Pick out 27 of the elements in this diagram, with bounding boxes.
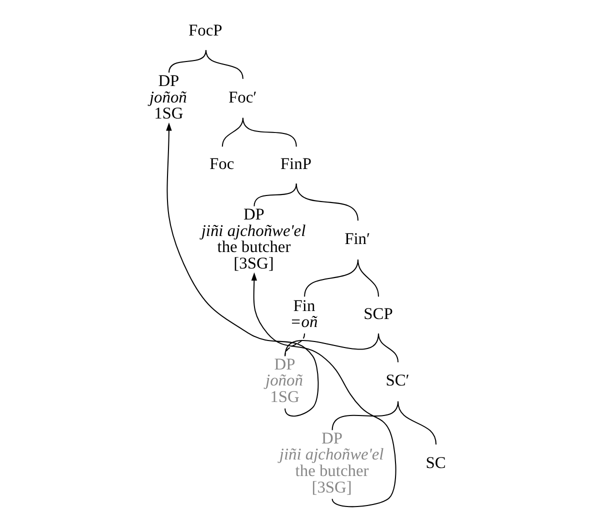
node-text: Foc′ [228, 86, 256, 106]
node-text: Fin′ [344, 228, 370, 248]
connector [356, 259, 379, 296]
connector [295, 183, 358, 220]
arrow [166, 122, 318, 416]
node-text: Fin =oñ [290, 295, 318, 331]
node-text: DP jiñi ajchoñwe'el the butcher [3SG] [278, 428, 384, 496]
arrow [250, 272, 396, 507]
connector [284, 332, 305, 356]
node-text: SC′ [385, 370, 409, 390]
connector [378, 333, 398, 362]
connector [304, 259, 358, 296]
connector [253, 183, 296, 206]
connector [204, 50, 243, 78]
connector [242, 117, 296, 146]
connector [221, 117, 243, 146]
node-text: DP joñoñ 1SG [265, 354, 302, 406]
node-text: Foc [209, 154, 234, 173]
node-text: DP jiñi ajchoñwe'el the butcher [3SG] [200, 204, 306, 272]
node-text: FocP [188, 20, 222, 39]
node-text: SCP [363, 303, 392, 322]
connector [284, 332, 378, 356]
node-text: SC [425, 452, 446, 472]
connector [168, 50, 206, 72]
node-text: FinP [280, 154, 311, 173]
connector [331, 400, 398, 430]
node-text: DP joñoñ 1SG [148, 70, 186, 122]
